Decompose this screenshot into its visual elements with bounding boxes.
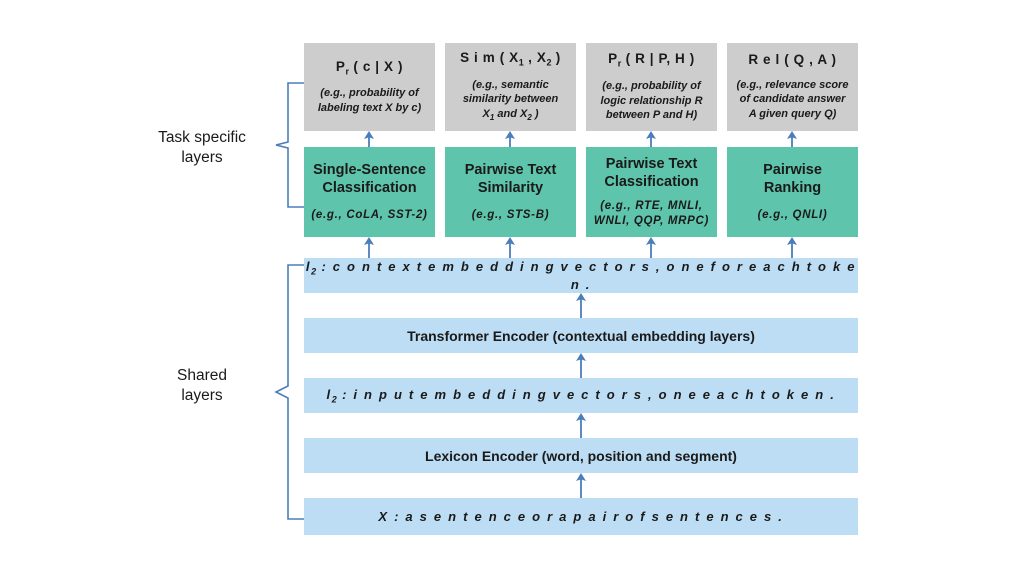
shared-bar-lexicon-encoder: Lexicon Encoder (word, position and segm…: [304, 438, 858, 473]
shared-bar-label: Lexicon Encoder (word, position and segm…: [425, 447, 737, 464]
shared-bar-label: Transformer Encoder (contextual embeddin…: [407, 327, 755, 344]
task-title-line: Single-Sentence: [313, 161, 426, 178]
group-label-task-specific: Task specific layers: [128, 128, 276, 168]
shared-bar-label: l2 : i n p u t e m b e d d i n g v e c t…: [326, 386, 836, 405]
task-title-line: Pairwise: [763, 161, 822, 178]
task-box-pairwise-text-similarity: Pairwise Text Similarity (e.g., STS-B): [445, 147, 576, 237]
output-note-line: labeling text X by c): [317, 101, 422, 114]
shared-bar-input-embedding: l2 : i n p u t e m b e d d i n g v e c t…: [304, 378, 858, 413]
output-note-line: (e.g., semantic: [472, 78, 549, 91]
group-label-line1: Task specific: [158, 129, 246, 146]
task-note-line: (e.g., CoLA, SST-2): [311, 209, 428, 222]
output-note-line: A given query Q): [748, 107, 837, 120]
brace-shared: [274, 264, 306, 520]
output-note-line: logic relationship R: [600, 94, 703, 107]
arrow-up-task-to-output-4: [787, 131, 797, 147]
task-box-single-sentence-classification: Single-Sentence Classification (e.g., Co…: [304, 147, 435, 237]
task-title: Pairwise Text Similarity: [465, 161, 557, 198]
task-title-line: Pairwise Text: [464, 161, 557, 178]
arrow-up-transformer-to-context: [576, 293, 586, 318]
task-title-line: Pairwise Text: [605, 155, 698, 172]
task-box-pairwise-text-classification: Pairwise Text Classification (e.g., RTE,…: [586, 147, 717, 237]
shared-bar-label: X : a s e n t e n c e o r a p a i r o f …: [378, 509, 784, 524]
task-note-line: (e.g., STS-B): [471, 209, 550, 222]
task-note-line: (e.g., QNLI): [757, 209, 828, 222]
arrow-up-task-to-output-1: [364, 131, 374, 147]
output-box-single-sentence: Pr ( c | X ) (e.g., probability of label…: [304, 43, 435, 131]
output-box-pairwise-similarity: S i m ( X1 , X2 ) (e.g., semantic simila…: [445, 43, 576, 131]
arrow-up-shared-to-task-2: [505, 237, 515, 258]
task-title: Pairwise Ranking: [763, 161, 822, 198]
task-title: Pairwise Text Classification: [604, 155, 698, 192]
arrow-up-task-to-output-3: [646, 131, 656, 147]
output-note-line: of candidate answer: [739, 93, 846, 106]
arrow-up-lexicon-to-input: [576, 413, 586, 438]
group-label-line1: Shared: [177, 367, 227, 384]
output-formula: Pr ( c | X ): [335, 58, 404, 77]
task-note: (e.g., CoLA, SST-2): [311, 208, 427, 223]
output-note: (e.g., probability of labeling text X by…: [318, 86, 421, 115]
task-title: Single-Sentence Classification: [313, 161, 426, 198]
task-note: (e.g., QNLI): [758, 208, 828, 223]
task-box-pairwise-ranking: Pairwise Ranking (e.g., QNLI): [727, 147, 858, 237]
group-label-shared: Shared layers: [128, 366, 276, 406]
arrow-up-input-to-transformer: [576, 353, 586, 378]
group-label-line2: layers: [181, 149, 223, 167]
arrow-up-shared-to-task-1: [364, 237, 374, 258]
task-title-line: Classification: [604, 173, 699, 190]
arrow-up-task-to-output-2: [505, 131, 515, 147]
brace-task-specific: [275, 82, 306, 208]
output-formula: R e l ( Q , A ): [748, 52, 837, 68]
arrow-up-input-to-lexicon: [576, 473, 586, 498]
output-box-pairwise-classification: Pr ( R | P, H ) (e.g., probability of lo…: [586, 43, 717, 131]
output-note-line: (e.g., relevance score: [736, 78, 849, 91]
task-note-line: WNLI, QQP, MRPC): [593, 215, 710, 228]
task-title-line: Ranking: [763, 179, 822, 196]
output-note: (e.g., semantic similarity between X1 an…: [463, 78, 558, 124]
output-formula: Pr ( R | P, H ): [608, 51, 695, 70]
output-note-line: (e.g., probability of: [320, 87, 419, 100]
task-note: (e.g., RTE, MNLI, WNLI, QQP, MRPC): [594, 199, 709, 229]
task-title-line: Classification: [322, 179, 417, 196]
output-note-line: similarity between: [462, 93, 559, 106]
output-formula: S i m ( X1 , X2 ): [460, 50, 561, 68]
output-note-line: X1 and X2 ): [482, 107, 539, 123]
shared-bar-context-embedding: l2 : c o n t e x t e m b e d d i n g v e…: [304, 258, 858, 293]
shared-bar-model-input: X : a s e n t e n c e o r a p a i r o f …: [304, 498, 858, 535]
output-note: (e.g., relevance score of candidate answ…: [737, 78, 849, 122]
output-note-line: between P and H): [605, 109, 698, 122]
output-box-pairwise-ranking: R e l ( Q , A ) (e.g., relevance score o…: [727, 43, 858, 131]
arrow-up-shared-to-task-3: [646, 237, 656, 258]
task-title-line: Similarity: [477, 179, 544, 196]
shared-bar-transformer-encoder: Transformer Encoder (contextual embeddin…: [304, 318, 858, 353]
shared-bar-label: l2 : c o n t e x t e m b e d d i n g v e…: [305, 259, 857, 292]
task-note-line: (e.g., RTE, MNLI,: [600, 200, 703, 213]
output-note-line: (e.g., probability of: [602, 80, 701, 93]
task-note: (e.g., STS-B): [472, 208, 549, 223]
output-note: (e.g., probability of logic relationship…: [600, 79, 702, 123]
group-label-line2: layers: [181, 387, 223, 405]
arrow-up-shared-to-task-4: [787, 237, 797, 258]
